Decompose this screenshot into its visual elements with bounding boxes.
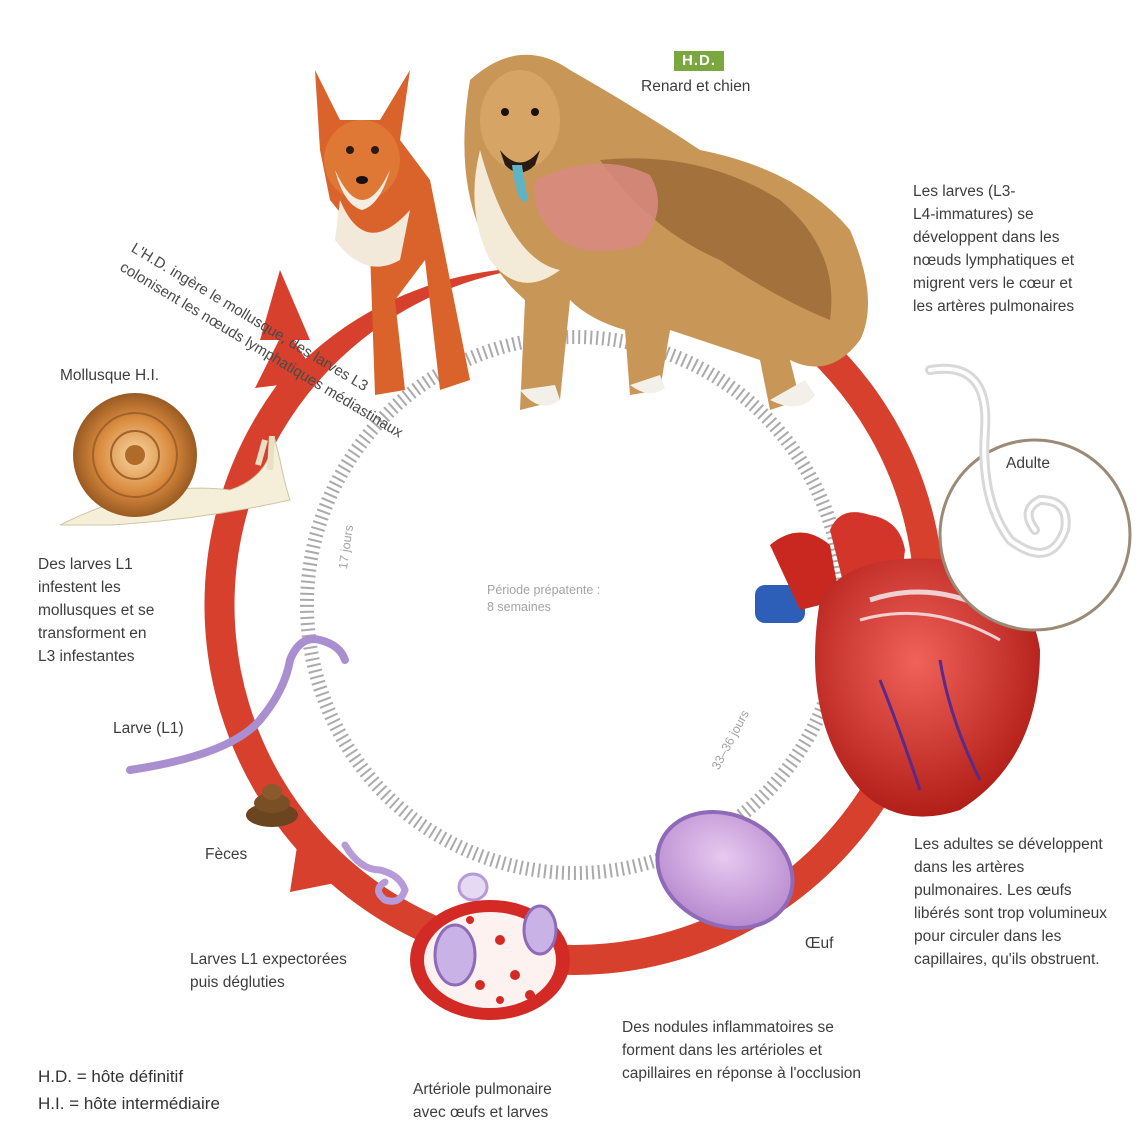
- adults-develop-text: Les adultes se développent dans les artè…: [914, 833, 1107, 971]
- larva-l1-label: Larve (L1): [113, 717, 184, 740]
- arteriole-icon: [410, 900, 570, 1020]
- adult-label: Adulte: [1006, 452, 1050, 475]
- arteriole-label: Artériole pulmonaire avec œufs et larves: [413, 1078, 552, 1124]
- host-label: Renard et chien: [641, 75, 750, 98]
- prepatent-period: Période prépatente : 8 semaines: [487, 582, 600, 616]
- egg-label: Œuf: [805, 932, 833, 955]
- legend-hi: H.I. = hôte intermédiaire: [38, 1090, 220, 1117]
- host-badge: H.D.: [674, 51, 724, 71]
- larvae-migrate-text: Les larves (L3- L4-immatures) se dévelop…: [913, 180, 1074, 318]
- l1-infest-text: Des larves L1 infestent les mollusques e…: [38, 553, 154, 668]
- egg-icon: [638, 791, 811, 950]
- expectorated-text: Larves L1 expectorées puis dégluties: [190, 948, 347, 994]
- egg-small-icon: [459, 874, 487, 900]
- legend-hd: H.D. = hôte définitif: [38, 1063, 183, 1090]
- nodules-text: Des nodules inflammatoires se forment da…: [622, 1016, 861, 1085]
- feces-label: Fèces: [205, 843, 247, 866]
- adult-worm-icon: [930, 369, 1130, 630]
- mollusc-label: Mollusque H.I.: [60, 364, 159, 387]
